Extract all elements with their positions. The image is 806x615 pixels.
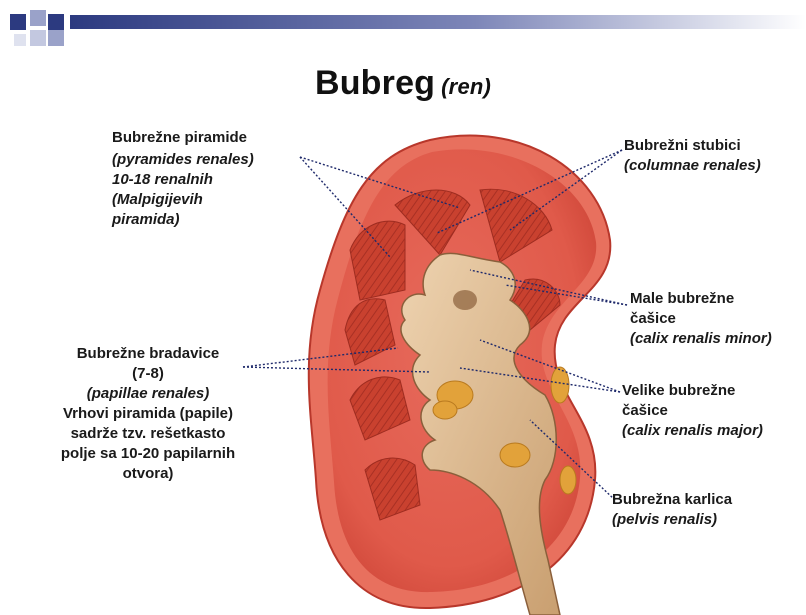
label-renal-papillae: Bubrežne bradavice (7-8) (papillae renal… <box>38 344 258 484</box>
major-calyces-name-2: čašice <box>622 401 763 421</box>
minor-calyces-latin: (calix renalis minor) <box>630 329 772 349</box>
label-minor-calyces: Male bubrežne čašice (calix renalis mino… <box>630 289 772 349</box>
minor-calyces-name-2: čašice <box>630 309 772 329</box>
papillae-count: (7-8) <box>38 364 258 384</box>
pelvis-name: Bubrežna karlica <box>612 490 732 510</box>
calyx-opening <box>453 290 477 310</box>
pelvis-latin: (pelvis renalis) <box>612 510 732 530</box>
papillae-name: Bubrežne bradavice <box>38 344 258 364</box>
papillae-note-4: otvora) <box>38 464 258 484</box>
papillae-note-1: Vrhovi piramida (papile) <box>38 404 258 424</box>
columns-name: Bubrežni stubici <box>624 136 761 156</box>
major-calyces-name: Velike bubrežne <box>622 381 763 401</box>
label-renal-pyramids: Bubrežne piramide <box>112 128 247 148</box>
pyramids-count: 10-18 renalnih <box>112 170 254 190</box>
papillae-note-3: polje sa 10-20 papilarnih <box>38 444 258 464</box>
papillae-note-2: sadrže tzv. rešetkasto <box>38 424 258 444</box>
pyramids-name: Bubrežne piramide <box>112 128 247 148</box>
minor-calyces-name: Male bubrežne <box>630 289 772 309</box>
papillae-latin: (papillae renales) <box>38 384 258 404</box>
label-renal-pelvis: Bubrežna karlica (pelvis renalis) <box>612 490 732 530</box>
columns-latin: (columnae renales) <box>624 156 761 176</box>
label-renal-pyramids-detail: (pyramides renales) 10-18 renalnih (Malp… <box>112 150 254 230</box>
major-calyces-latin: (calix renalis major) <box>622 421 763 441</box>
label-renal-columns: Bubrežni stubici (columnae renales) <box>624 136 761 176</box>
pyramids-eponym: (Malpigijevih <box>112 190 254 210</box>
pyramids-latin: (pyramides renales) <box>112 150 254 170</box>
label-major-calyces: Velike bubrežne čašice (calix renalis ma… <box>622 381 763 441</box>
pyramids-eponym-end: piramida) <box>112 210 254 230</box>
